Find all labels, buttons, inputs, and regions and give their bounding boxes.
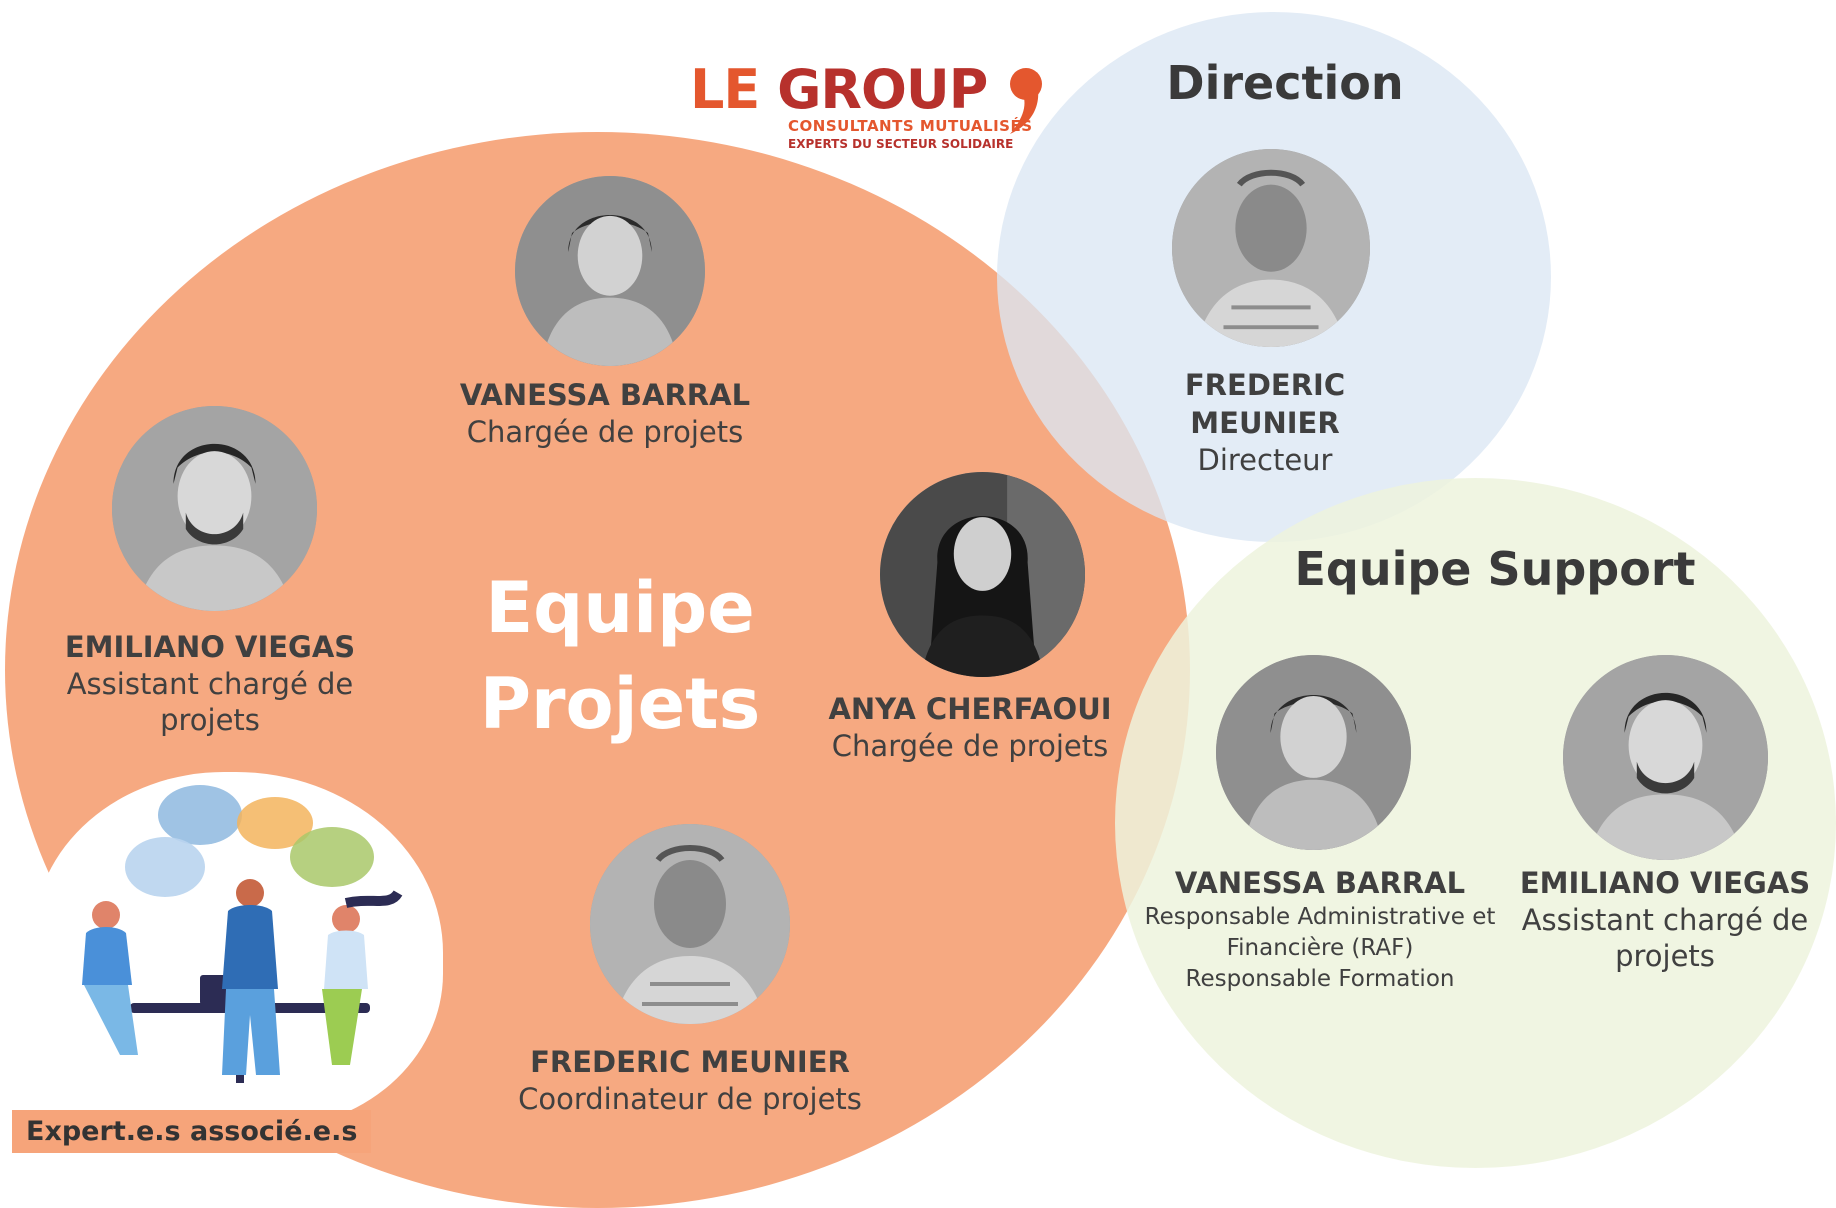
person-role: Assistant chargé de projets xyxy=(66,667,354,737)
person-name: VANESSA BARRAL xyxy=(459,378,751,412)
person-photo-icon xyxy=(1563,655,1768,860)
person-photo-icon xyxy=(1216,655,1411,850)
equipe-projets-title: Equipe Projets xyxy=(479,567,761,745)
person-role: Chargée de projets xyxy=(466,415,744,449)
logo-wordmark: LE GROUP xyxy=(690,58,988,121)
person-card-projets-emiliano: EMILIANO VIEGAS Assistant chargé de proj… xyxy=(40,628,380,738)
person-card-projets-vanessa: VANESSA BARRAL Chargée de projets xyxy=(400,376,810,450)
person-photo-icon xyxy=(590,824,790,1024)
person-role: Assistant chargé de projets xyxy=(1521,903,1809,973)
logo-word-le: LE xyxy=(690,58,778,121)
person-card-direction-frederic: FREDERIC MEUNIER Directeur xyxy=(1140,366,1390,478)
frederic-meunier-photo xyxy=(590,824,790,1024)
person-card-support-emiliano: EMILIANO VIEGAS Assistant chargé de proj… xyxy=(1515,864,1815,974)
equipe-support-title: Equipe Support xyxy=(1294,542,1696,596)
support-vanessa-barral-photo xyxy=(1216,655,1411,850)
person-card-projets-anya: ANYA CHERFAOUI Chargée de projets xyxy=(800,690,1140,764)
person-role: Chargée de projets xyxy=(831,729,1109,763)
person-name: EMILIANO VIEGAS xyxy=(64,630,356,664)
person-name: ANYA CHERFAOUI xyxy=(828,692,1112,726)
person-name: FREDERIC MEUNIER xyxy=(1184,368,1346,440)
person-name: VANESSA BARRAL xyxy=(1174,866,1466,900)
person-name: EMILIANO VIEGAS xyxy=(1519,866,1811,900)
person-photo-icon xyxy=(515,176,705,366)
logo-comma-icon xyxy=(1010,68,1042,134)
person-role-line-1: Responsable Administrative et Financière… xyxy=(1144,904,1496,961)
person-photo-icon xyxy=(1172,149,1370,347)
person-card-support-vanessa: VANESSA BARRAL Responsable Administrativ… xyxy=(1130,864,1510,995)
le-group-logo: LE GROUP CONSULTANTS MUTUALISÉS EXPERTS … xyxy=(690,60,1060,155)
logo-tagline-1: CONSULTANTS MUTUALISÉS xyxy=(788,117,1033,135)
person-role-line-2: Responsable Formation xyxy=(1185,966,1455,992)
vanessa-barral-photo xyxy=(515,176,705,366)
support-emiliano-viegas-photo xyxy=(1563,655,1768,860)
person-photo-icon xyxy=(112,406,317,611)
person-card-projets-frederic: FREDERIC MEUNIER Coordinateur de projets xyxy=(480,1043,900,1117)
person-name: FREDERIC MEUNIER xyxy=(530,1045,850,1079)
person-role: Directeur xyxy=(1197,443,1333,477)
direction-frederic-meunier-photo xyxy=(1172,149,1370,347)
logo-word-group: GROUP xyxy=(777,58,988,121)
anya-cherfaoui-photo xyxy=(880,472,1085,677)
emiliano-viegas-photo xyxy=(112,406,317,611)
experts-associes-label: Expert.e.s associé.e.s xyxy=(12,1110,372,1153)
logo-tagline-2: EXPERTS DU SECTEUR SOLIDAIRE xyxy=(788,137,1014,151)
person-photo-icon xyxy=(880,472,1085,677)
team-meeting-illustration xyxy=(82,785,403,1083)
person-role: Coordinateur de projets xyxy=(518,1082,862,1116)
direction-title: Direction xyxy=(1166,56,1404,110)
